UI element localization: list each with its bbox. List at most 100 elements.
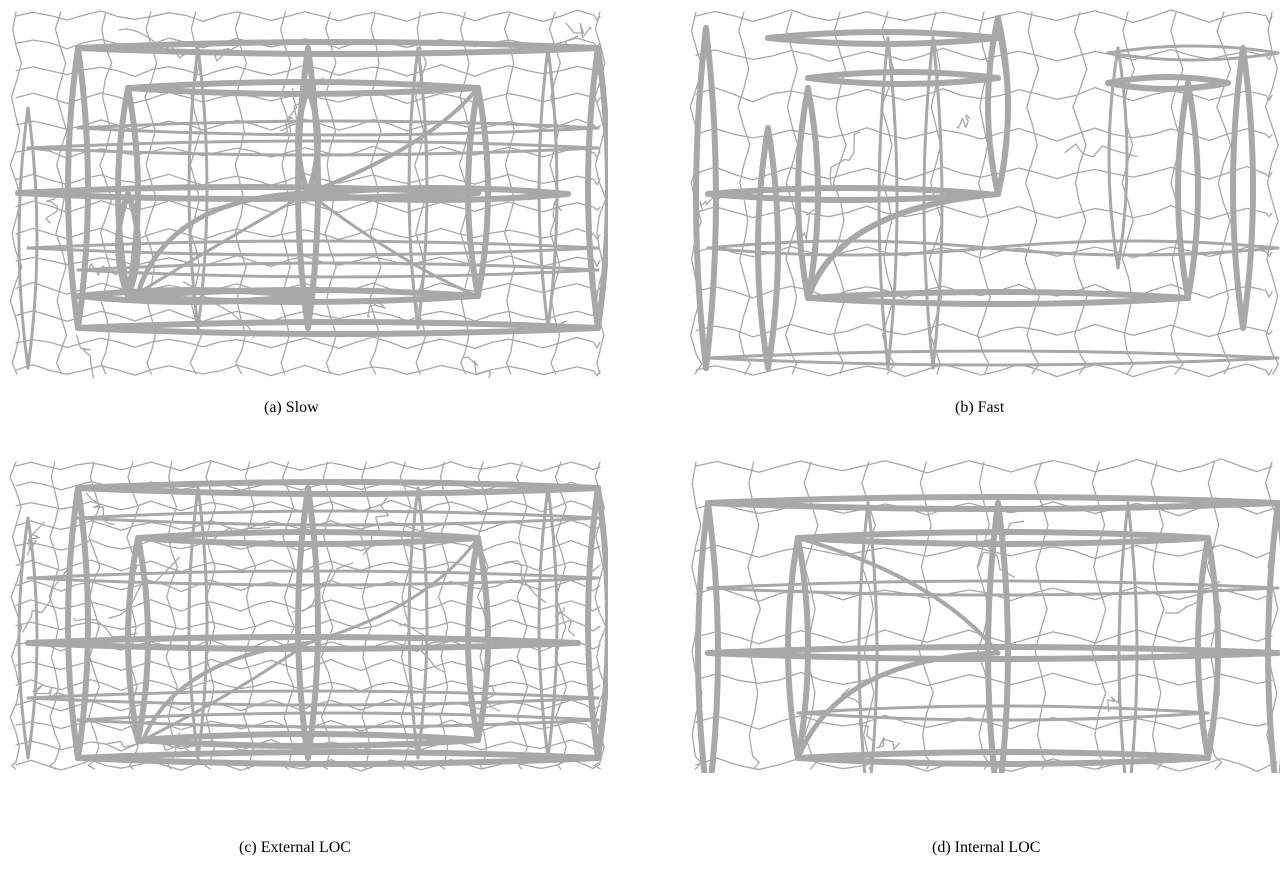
stray-edge [398,623,445,673]
cluster-edge [76,119,600,130]
stray-edge [551,193,562,222]
backbone-edge [475,85,491,299]
backbone-edge [75,319,601,331]
mesh-edge [832,11,847,375]
cluster-edge [1106,44,1280,55]
stray-edge [32,684,69,699]
mesh-edge [15,309,601,323]
mesh-edge [1150,461,1165,770]
stray-edge [182,281,255,338]
backbone-edge [305,185,571,197]
stray-edge [463,356,492,378]
backbone-edge [305,191,571,203]
backbone-edge [465,85,481,299]
cluster-edge [76,268,600,279]
mesh-edge [54,11,68,375]
stray-edge [975,529,1015,578]
caption-fast: (b) Fast [955,399,1005,416]
cluster-edge [986,239,1280,250]
backbone-edge [115,85,131,299]
caption-slow: (a) Slow [264,399,319,416]
stray-edge [214,43,242,62]
backbone-edge [305,85,321,197]
stray-edge [210,526,271,542]
stray-edge [407,637,476,653]
backbone-edge [693,25,709,371]
mesh-edge [1072,11,1088,375]
cluster-edge [986,246,1280,257]
backbone-edge [595,485,608,761]
panel-slow [8,8,608,378]
backbone-edge [65,45,81,331]
backbone-edge [795,85,811,301]
mesh-edge [15,63,601,78]
backbone-edge [295,45,311,331]
backbone-edge [1205,535,1221,761]
backbone-edge [765,35,1001,47]
mesh-edge [15,599,601,612]
hub-edge [306,536,480,645]
mesh-edge [695,458,1273,474]
stray-edge [292,562,354,613]
cluster-edge [537,46,550,330]
graph-drawing-internal-loc [691,458,1280,773]
mesh-edge [15,9,601,23]
backbone-edge [65,485,81,761]
backbone-edge [805,75,1001,87]
cluster-edge [877,36,890,370]
backbone-edge [765,125,781,371]
backbone-edge [75,293,311,305]
cluster-edge [196,486,209,760]
mesh-edge [15,460,601,472]
backbone-edge [705,185,991,197]
backbone-edge [995,500,1011,773]
cluster-edge [537,486,550,760]
backbone-edge [75,479,601,491]
backbone-edge [705,191,991,203]
mesh-edge [15,499,601,513]
hub-edge [795,650,1001,761]
backbone-edge [75,485,601,497]
backbone-edge [1105,80,1231,92]
mesh-edge [15,364,601,377]
backbone-edge [295,485,311,761]
backbone-edge [75,45,601,57]
mesh-edge [918,461,934,770]
hub-edge [141,641,310,742]
cluster-edge [26,239,600,250]
backbone-edge [705,494,1280,506]
backbone-edge [1175,80,1191,301]
mesh-edge [1264,11,1280,375]
backbone-edge [795,535,811,761]
stray-edge [504,560,547,604]
caption-external-loc: (c) External LOC [239,839,351,856]
cluster-edge [546,46,559,330]
cluster-edge [1116,46,1129,270]
cluster-edge [76,261,600,272]
backbone-edge [805,289,1191,301]
stray-edge [108,556,181,619]
backbone-edge [135,731,481,743]
mesh-edge [360,461,373,770]
hub-edge [796,536,1000,655]
stray-edge [956,114,971,129]
backbone-edge [75,45,91,331]
mesh-edge [144,11,158,375]
backbone-edge [125,535,141,743]
mesh-edge [15,679,601,692]
hub-edge [306,86,480,195]
stray-edge [280,77,325,132]
stray-edge [362,497,389,555]
cluster-edge [17,106,30,370]
stray-edge [545,35,579,48]
stray-edge [829,131,861,189]
cluster-edge [1107,46,1120,270]
cluster-edge [706,349,1280,360]
cluster-edge [416,486,429,760]
mesh-edge [695,204,1273,220]
stray-edge [840,687,873,741]
cluster-edge [1106,51,1280,62]
backbone-edge [25,640,581,652]
stray-edge [279,88,298,136]
hub-edge [996,26,1010,196]
